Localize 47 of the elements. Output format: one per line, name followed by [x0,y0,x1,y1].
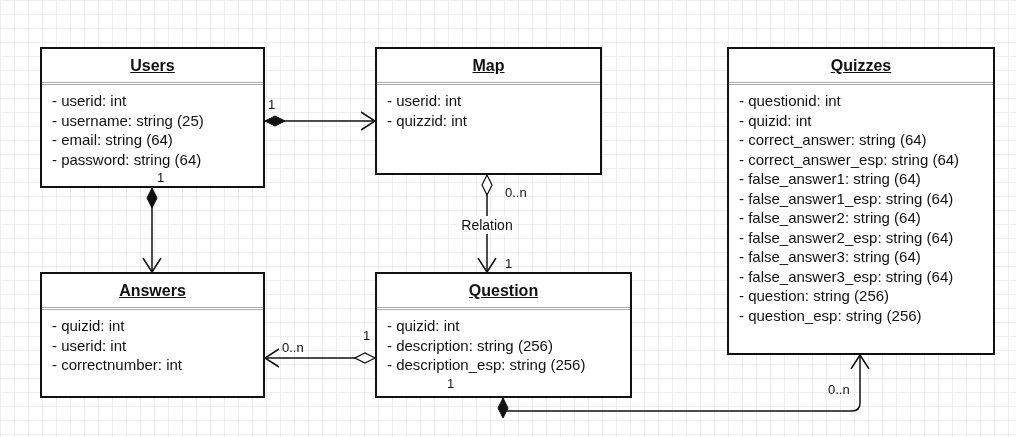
class-box [40,47,265,188]
attribute: - false_answer2: string (64) [738,208,921,228]
attribute: - quizzid: int [386,110,468,130]
attribute: - false_answer1_esp: string (64) [738,188,954,208]
attribute: - correct_answer: string (64) [738,130,927,150]
attribute: - userid: int [386,91,462,111]
attribute: - false_answer1: string (64) [738,169,921,189]
attribute: - description: string (256) [386,335,553,355]
attribute: - question: string (256) [738,286,890,306]
attribute: - false_answer2_esp: string (64) [738,227,954,247]
class-box [727,47,995,355]
class-box [375,47,602,175]
attribute: - userid: int [51,91,127,111]
attribute: - username: string (25) [51,110,204,130]
attribute: - password: string (64) [51,149,202,169]
association-arrow [142,187,162,273]
class-name: Question [468,281,539,301]
edge-label: Relation [458,216,516,234]
multiplicity-label: 1 [505,256,513,271]
attribute: - correct_answer_esp: string (64) [738,149,960,169]
attribute: - question_esp: string (256) [738,305,922,325]
attribute: - email: string (64) [51,130,173,150]
attribute: - quizid: int [738,110,812,130]
class-name: Quizzes [830,56,892,76]
attribute: - correctnumber: int [51,355,183,375]
attribute: - false_answer3_esp: string (64) [738,266,954,286]
class-box [40,272,265,398]
attribute: - quizid: int [386,316,460,336]
class-name: Answers [119,281,186,301]
multiplicity-label: 1 [447,376,455,391]
class-box [375,272,632,398]
attribute: - questionid: int [738,91,841,111]
association-arrow [497,354,870,419]
multiplicity-label: 0..n [828,382,850,397]
multiplicity-label: 1 [157,170,165,185]
attribute: - description_esp: string (256) [386,355,586,375]
multiplicity-label: 1 [363,328,371,343]
class-name: Map [472,56,505,76]
attribute: - userid: int [51,335,127,355]
attribute: - quizid: int [51,316,125,336]
association-arrow [264,348,376,368]
class-name: Users [130,56,175,76]
association-arrow [264,111,376,131]
multiplicity-label: 0..n [505,185,527,200]
multiplicity-label: 1 [268,97,276,112]
attribute: - false_answer3: string (64) [738,247,921,267]
multiplicity-label: 0..n [282,340,304,355]
